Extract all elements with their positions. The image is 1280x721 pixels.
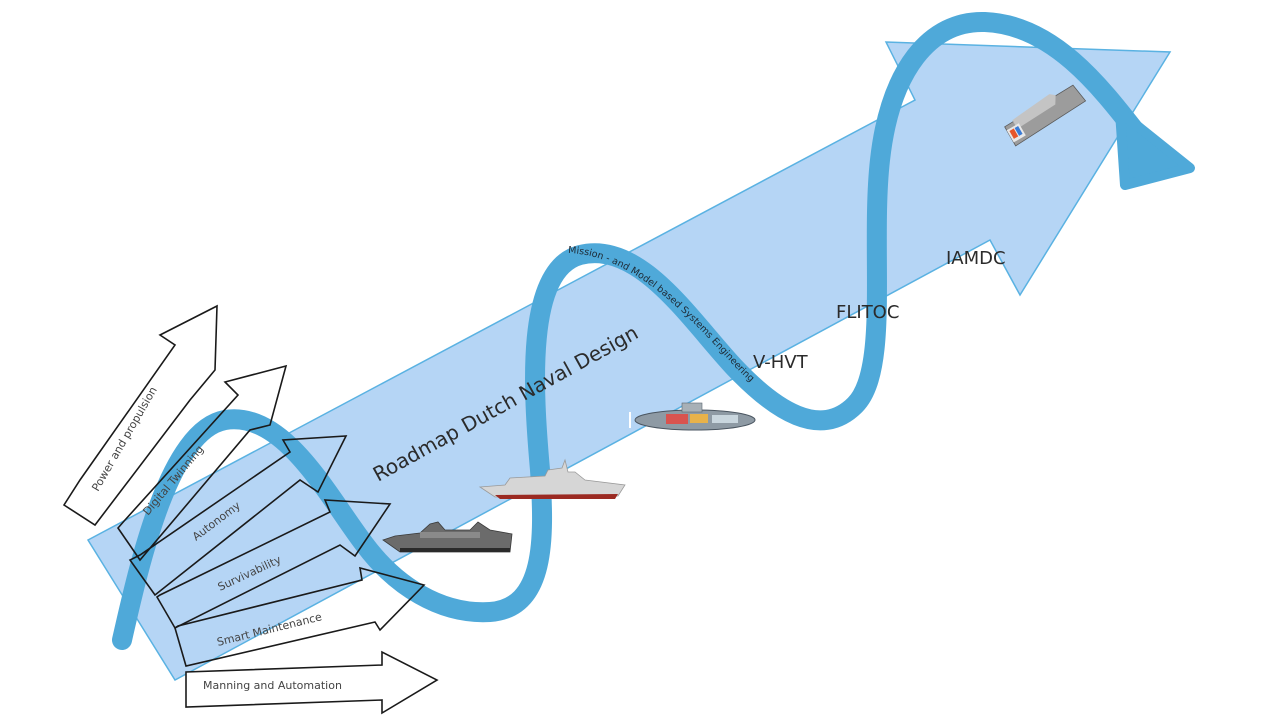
theme-arrow-survivability [155, 499, 392, 630]
theme-arrow-digital-twinning [116, 364, 288, 562]
milestone-iamdc: IAMDC [946, 248, 1006, 269]
milestone-v-hvt: V-HVT [753, 352, 809, 373]
theme-label-manning-automation: Manning and Automation [203, 679, 342, 692]
theme-arrows [62, 304, 439, 715]
ship-frigate [478, 458, 626, 499]
theme-arrow-power-propulsion [62, 304, 218, 527]
theme-arrow-manning-automation [185, 650, 439, 715]
milestone-flitoc: FLITOC [836, 302, 899, 323]
theme-arrow-autonomy [128, 435, 348, 597]
wave-arrowhead [1115, 107, 1195, 190]
mbse-wave [112, 11, 1160, 650]
theme-arrow-smart-maintenance [174, 566, 426, 667]
ship-submarine [629, 402, 756, 431]
ship-future-surface-combatant [1004, 84, 1087, 147]
ship-support-vessel [382, 521, 513, 553]
